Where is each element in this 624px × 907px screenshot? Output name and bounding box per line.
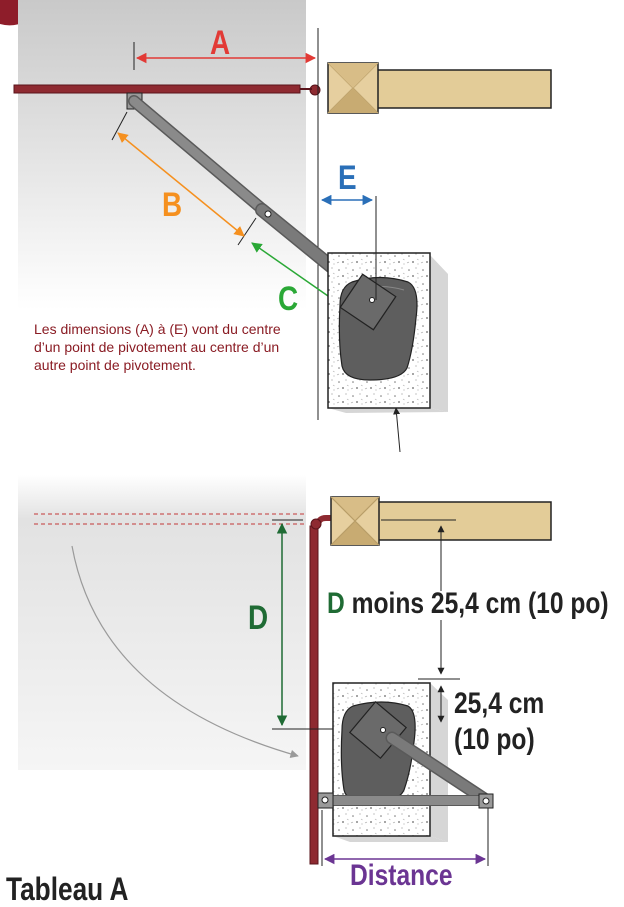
dimension-note: Les dimensions (A) à (E) vont du centre …: [34, 321, 281, 373]
d-minus-label: D moins 25,4 cm (10 po): [327, 588, 609, 620]
label-a: A: [210, 24, 231, 62]
operator-gearbox-top: [339, 273, 397, 331]
offset-label-line1: 25,4 cm: [454, 687, 545, 720]
beam-top: [376, 69, 552, 109]
label-c: C: [278, 280, 299, 318]
pad-leader-line: [393, 407, 401, 453]
bottom-title: Tableau A: [6, 871, 129, 907]
dimension-b-arrow: [117, 132, 245, 237]
beam-bottom: [376, 501, 552, 541]
operator-arm-open: [322, 796, 488, 805]
wall-shade-top: [18, 0, 306, 310]
gate-bar-open: [309, 525, 319, 865]
operator-arm-bottom: [387, 733, 491, 805]
label-e: E: [338, 159, 357, 197]
gate-swing-arc: [71, 545, 299, 758]
gate-bar: [13, 84, 301, 94]
d-minus-text: moins 25,4 cm (10 po): [351, 587, 609, 620]
d-minus-letter: D: [327, 587, 345, 620]
distance-label: Distance: [350, 859, 453, 892]
offset-label-line2: (10 po): [454, 723, 535, 756]
label-b: B: [162, 186, 183, 224]
label-d: D: [248, 599, 269, 637]
